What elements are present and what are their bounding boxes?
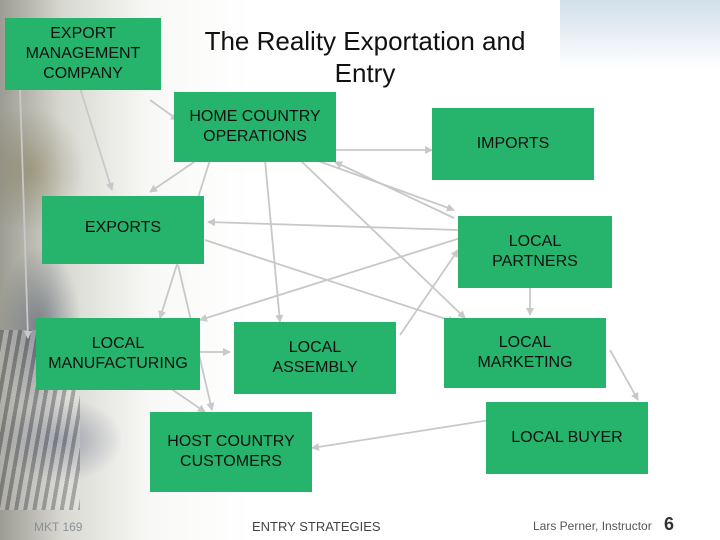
background-sky-tint [560,0,720,70]
box-label: HOST COUNTRY CUSTOMERS [167,433,295,470]
arrow-emc-home [149,99,179,121]
box-imports: IMPORTS [432,108,594,180]
box-export-management-company: EXPORT MANAGEMENT COMPANY [5,18,161,90]
box-label: EXPORTS [84,219,162,236]
page-number: 6 [664,514,675,534]
arrow-emc-exports [79,87,114,191]
arrow-buyer-host [311,419,491,451]
footer-section-title: ENTRY STRATEGIES [252,519,381,534]
arrow-home-marketing [299,159,466,319]
box-label: HOME COUNTRY OPERATIONS [189,108,321,145]
arrow-partners-home [334,161,455,219]
box-local-marketing: LOCAL MARKETING [444,318,606,388]
arrow-marketing-buyer [609,349,639,401]
box-label: LOCAL ASSEMBLY [272,339,358,376]
box-label: LOCAL BUYER [511,429,623,446]
footer-instructor: Lars Perner, Instructor [533,519,652,533]
arrow-emc-manufacturing [19,87,32,339]
arrow-exports-marketing [204,239,456,324]
box-exports: EXPORTS [42,196,204,264]
arrow-home-exports [149,157,201,193]
arrow-partners-exports [207,218,459,231]
box-host-country-customers: HOST COUNTRY CUSTOMERS [150,412,312,492]
slide-title: The Reality Exportation and Entry [204,26,526,88]
box-local-assembly: LOCAL ASSEMBLY [234,322,396,394]
box-label: LOCAL PARTNERS [492,233,578,270]
box-label: IMPORTS [476,135,550,152]
box-label: LOCAL MANUFACTURING [48,335,188,372]
arrow-partners-manufacturing [199,234,471,322]
box-local-partners: LOCAL PARTNERS [458,216,612,288]
box-local-manufacturing: LOCAL MANUFACTURING [36,318,200,390]
arrow-assembly-partners [399,249,459,336]
box-label: EXPORT MANAGEMENT COMPANY [25,25,141,82]
box-home-country-operations: HOME COUNTRY OPERATIONS [174,92,336,162]
arrow-manufacturing-host [169,387,206,413]
box-label: LOCAL MARKETING [477,334,573,371]
footer-course-code: MKT 169 [34,520,83,534]
box-local-buyer: LOCAL BUYER [486,402,648,474]
